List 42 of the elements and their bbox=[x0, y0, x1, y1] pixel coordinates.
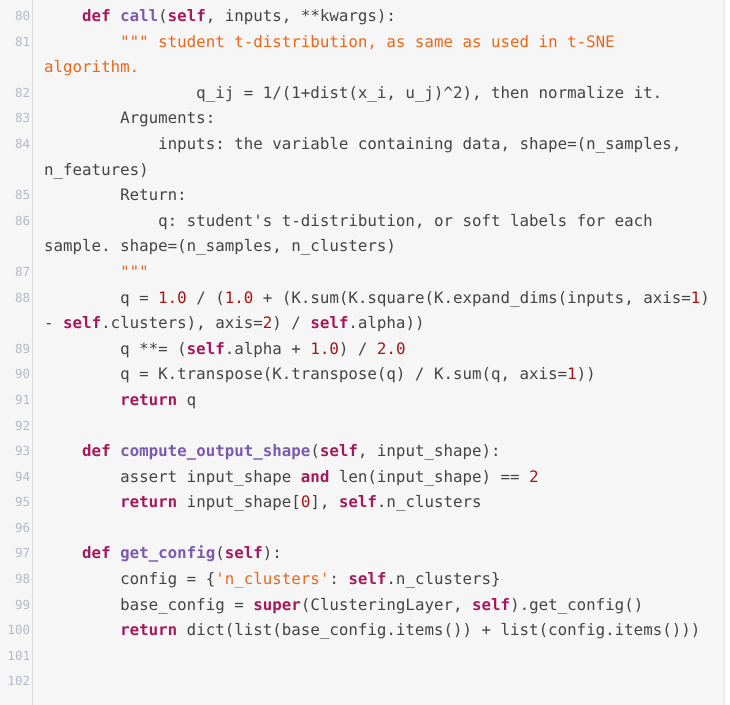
line-number: 99 bbox=[14, 596, 30, 614]
line-number: 91 bbox=[14, 390, 30, 409]
line-number: 89 bbox=[14, 340, 30, 358]
line-number: 90 bbox=[14, 365, 30, 384]
code-line: """ student t-distribution, as same as used in t-SNE algorithm. bbox=[44, 30, 616, 78]
line-number: 83 bbox=[14, 109, 30, 128]
code-line: return dict(list(base_config.items()) + list(config.items())) bbox=[119, 619, 702, 642]
line-number: 100 bbox=[6, 621, 30, 640]
line-number: 84 bbox=[14, 134, 30, 153]
line-number: 80 bbox=[14, 7, 30, 25]
line-number: 88 bbox=[14, 288, 30, 307]
line-number: 92 bbox=[14, 416, 30, 434]
code-line: """ bbox=[119, 260, 150, 283]
code-line: q_ij = 1/(1+dist(x_i, u_j)^2), then normalize it. bbox=[195, 82, 664, 104]
line-number: 98 bbox=[14, 570, 30, 588]
code-line: Return: bbox=[119, 184, 188, 206]
code-line: def compute_output_shape(self, input_shape): bbox=[81, 440, 502, 462]
line-number: 101 bbox=[6, 646, 30, 665]
code-line: q = 1.0 / (1.0 + (K.sum(K.square(K.expand_dims(inputs, axis=1) - self.clusters), axis=2) / self.alpha)) bbox=[44, 286, 711, 334]
code-line: return input_shape[0], self.n_clusters bbox=[119, 491, 483, 514]
code-line: base_config = super(ClusteringLayer, self).get_config() bbox=[119, 594, 644, 616]
line-number: 85 bbox=[14, 186, 30, 204]
code-line: q: student's t-distribution, or soft labels for each sample. shape=(n_samples, n_clusters) bbox=[44, 210, 654, 258]
code-line: q = K.transpose(K.transpose(q) / K.sum(q, axis=1)) bbox=[119, 363, 597, 386]
code-line: assert input_shape and len(input_shape) == 2 bbox=[119, 466, 540, 488]
code-line: def call(self, inputs, **kwargs): bbox=[81, 5, 397, 27]
line-number: 87 bbox=[14, 262, 30, 281]
line-number: 93 bbox=[14, 442, 30, 460]
line-number: 96 bbox=[14, 518, 30, 537]
code-line: def get_config(self): bbox=[81, 542, 283, 564]
line-number: 95 bbox=[14, 493, 30, 512]
line-number: 82 bbox=[14, 84, 30, 102]
line-number: 81 bbox=[14, 32, 30, 51]
line-number: 102 bbox=[6, 672, 30, 690]
line-number: 86 bbox=[14, 212, 30, 230]
code-line: Arguments: bbox=[119, 107, 216, 130]
code-line: inputs: the variable containing data, shape=(n_samples, n_features) bbox=[44, 132, 682, 181]
code-line: config = {'n_clusters': self.n_clusters} bbox=[119, 568, 502, 590]
code-line: q **= (self.alpha + 1.0) / 2.0 bbox=[119, 338, 406, 360]
line-number: 97 bbox=[14, 544, 30, 562]
code-line: return q bbox=[119, 388, 198, 411]
line-number: 94 bbox=[14, 468, 30, 486]
